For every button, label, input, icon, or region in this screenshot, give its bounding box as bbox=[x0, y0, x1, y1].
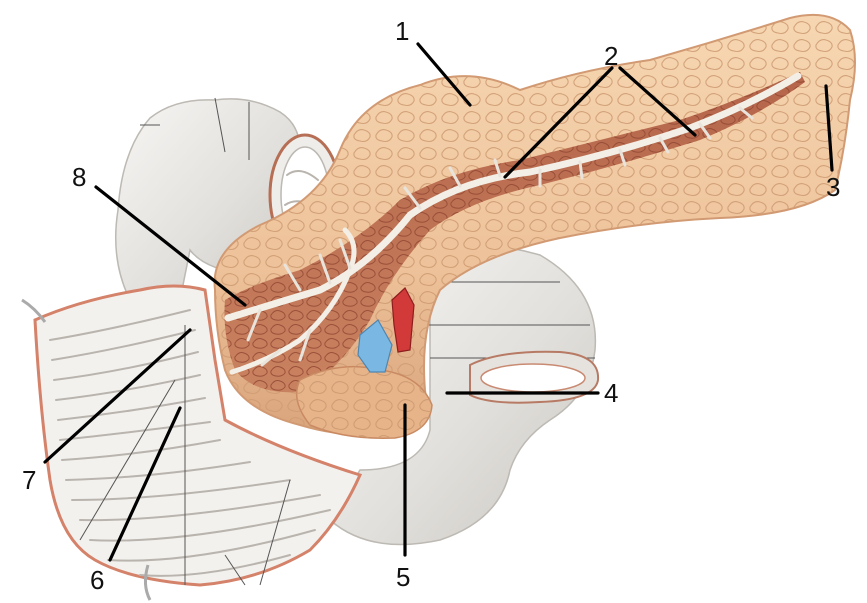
label-1: 1 bbox=[395, 16, 409, 46]
labels: 1 2 3 4 5 6 7 8 bbox=[22, 16, 840, 595]
mesenteric-vessels bbox=[357, 287, 415, 373]
superior-mesenteric-vein bbox=[357, 319, 393, 373]
leader-8 bbox=[94, 185, 247, 307]
label-8: 8 bbox=[72, 162, 86, 192]
leader-lines bbox=[43, 42, 834, 562]
label-4: 4 bbox=[604, 378, 618, 408]
leader-3 bbox=[824, 84, 834, 172]
label-2: 2 bbox=[604, 41, 618, 71]
leader-1 bbox=[416, 42, 472, 107]
label-3: 3 bbox=[826, 172, 840, 202]
label-5: 5 bbox=[396, 562, 410, 592]
leader-7 bbox=[43, 328, 192, 464]
intestine-open-end bbox=[469, 350, 600, 404]
label-7: 7 bbox=[22, 465, 36, 495]
leader-2a bbox=[503, 66, 614, 179]
accessory-pancreatic-duct bbox=[229, 227, 357, 375]
opened-duodenum-mucosa bbox=[21, 284, 363, 601]
leader-6 bbox=[108, 406, 182, 562]
label-6: 6 bbox=[90, 565, 104, 595]
leader-2b bbox=[618, 66, 697, 137]
superior-mesenteric-artery bbox=[391, 287, 415, 353]
